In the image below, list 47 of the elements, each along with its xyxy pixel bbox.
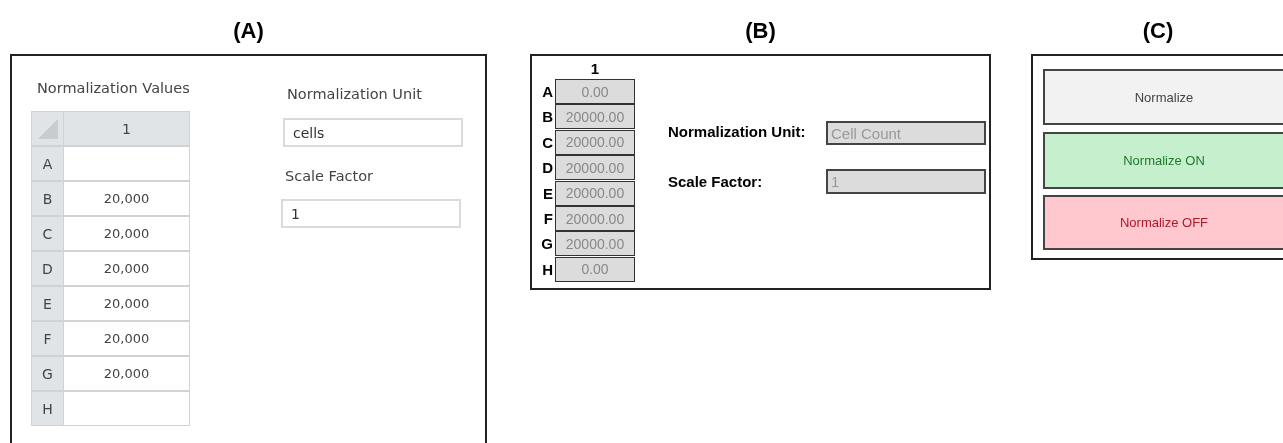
- column-header: 1: [63, 111, 190, 146]
- table-cell: 20000.00: [555, 231, 635, 257]
- row-header: B: [31, 181, 64, 216]
- table-cell: 20000.00: [555, 104, 635, 130]
- input-field: 1: [281, 199, 461, 228]
- column-header: 1: [589, 58, 601, 78]
- input-field: cells: [283, 118, 463, 147]
- table-cell: 0.00: [555, 256, 635, 282]
- table-cell: 20,000: [63, 251, 190, 286]
- normalize-on-button: Normalize ON: [1043, 132, 1283, 189]
- table-cell: 20,000: [63, 286, 190, 321]
- row-header: A: [31, 146, 64, 181]
- field-label: Scale Factor:: [668, 171, 764, 192]
- row-header: F: [542, 209, 554, 229]
- panel-heading: (A): [233, 18, 264, 44]
- normalize-off-button: Normalize OFF: [1043, 195, 1283, 250]
- row-header: C: [541, 132, 554, 153]
- table-cell: 20,000: [63, 216, 190, 251]
- input-field: 1: [826, 169, 986, 194]
- row-header: D: [541, 158, 554, 179]
- row-header: B: [541, 107, 554, 128]
- table-cell: 20,000: [63, 181, 190, 216]
- row-header: G: [540, 234, 554, 255]
- panel-heading: (C): [1142, 18, 1174, 44]
- row-header: D: [31, 251, 64, 286]
- panel-heading: (B): [745, 18, 776, 44]
- table-cell: 20000.00: [555, 155, 635, 181]
- field-label: Scale Factor: [285, 167, 374, 186]
- row-header: A: [541, 82, 554, 102]
- row-header: F: [31, 321, 64, 356]
- row-header: C: [31, 216, 64, 251]
- input-field: Cell Count: [826, 121, 986, 145]
- field-label: Normalization Unit: [287, 85, 423, 104]
- row-header: G: [31, 356, 64, 391]
- normalize-button: Normalize: [1043, 69, 1283, 125]
- row-header: E: [542, 183, 554, 204]
- row-header: E: [31, 286, 64, 321]
- table-cell: 20,000: [63, 356, 190, 391]
- field-label: Normalization Unit:: [668, 121, 807, 142]
- table-cell: 20000.00: [555, 206, 635, 231]
- table-cell: 20000.00: [555, 129, 635, 155]
- row-header: H: [541, 259, 554, 280]
- table-cell: 20,000: [63, 321, 190, 356]
- row-header: H: [31, 391, 64, 426]
- table-cell: 0.00: [555, 79, 635, 104]
- table-cell: 20000.00: [555, 180, 635, 206]
- section-label: Normalization Values: [37, 79, 191, 98]
